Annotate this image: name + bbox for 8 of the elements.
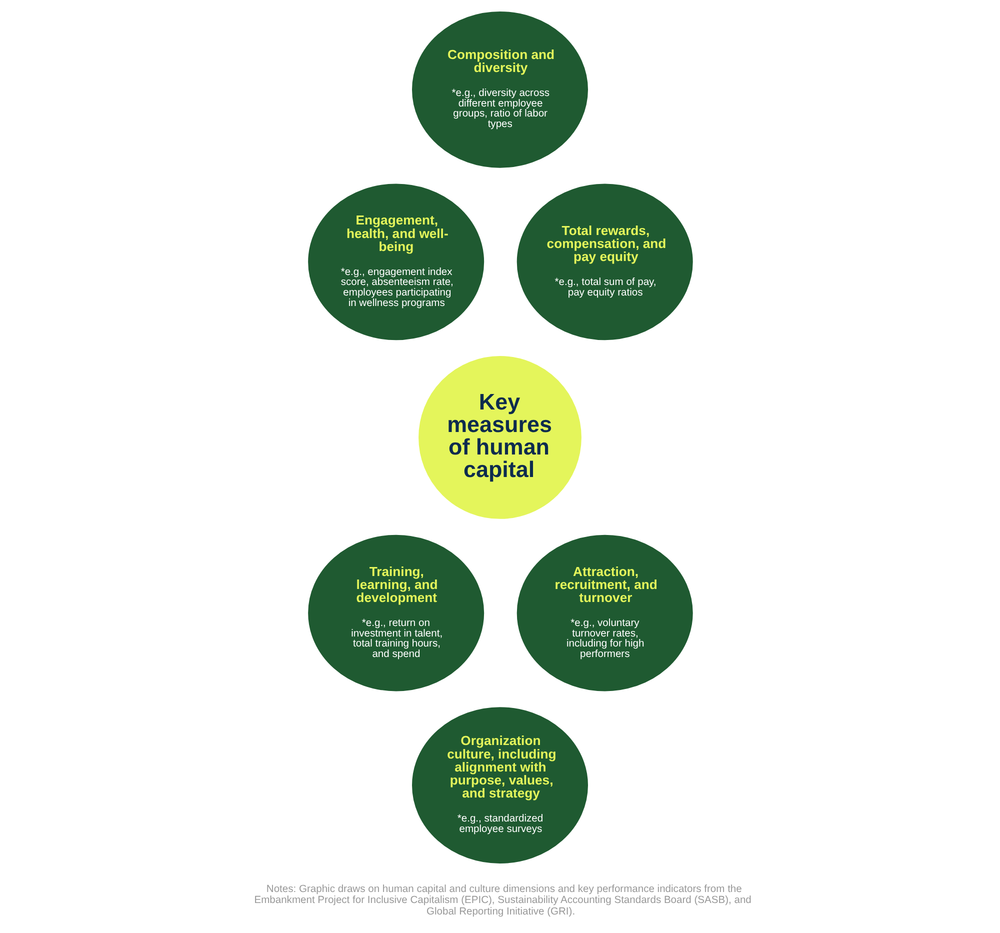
node-ellipse: Composition and diversity *e.g., diversity across different employee groups, ratio of labor types bbox=[412, 11, 588, 168]
label: Notes: Graphic draws on human capital and culture dimensions and key performance indicators from the Embankment Project for Inclusive Capitalism (EPIC), Sustainability Accounting Standards Board (SASB), and Global Reporting Initiative (GRI). bbox=[254, 884, 752, 918]
node-ellipse: Attraction, recruitment, and turnover *e.g., voluntary turnover rates, including for high performers bbox=[516, 534, 693, 692]
node-ellipse: Total rewards, compensation, and pay equity *e.g., total sum of pay, pay equity ratios bbox=[516, 184, 693, 340]
node-circle: Key measures of human capital bbox=[418, 356, 582, 519]
node-ellipse: Engagement, health, and well-being *e.g., engagement index score, absenteeism rate, employees participating in wellness programs bbox=[308, 184, 484, 340]
node-ellipse: Training, learning, and development *e.g., return on investment in talent, total training hours, and spend bbox=[308, 534, 484, 692]
node-ellipse: Organization culture, including alignment with purpose, values, and strategy *e.g., standardized employee surveys bbox=[412, 707, 588, 864]
